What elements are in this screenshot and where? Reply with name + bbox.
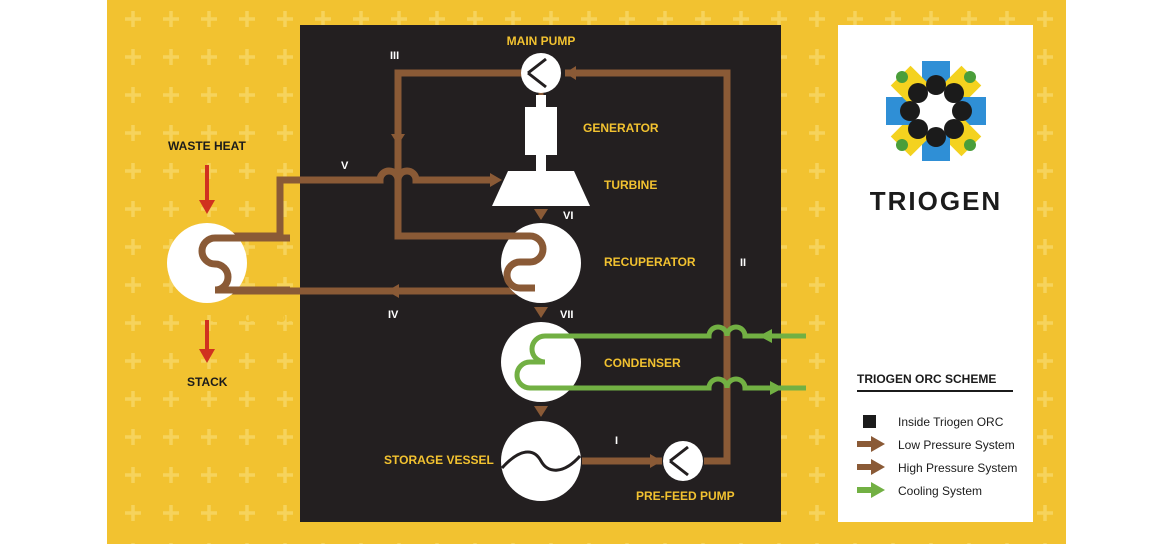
arrow-stage-iv-icon — [387, 284, 399, 298]
cooling-outlet-arrow-icon — [770, 381, 783, 395]
pipe-stage-ii — [565, 69, 731, 465]
legend-high-pressure-arrow-icon — [857, 459, 885, 475]
stage-iv: IV — [388, 309, 399, 321]
arrow-to-main-pump-icon — [565, 66, 576, 80]
turbine-icon — [492, 171, 590, 206]
pipe-stage-v — [195, 167, 492, 240]
label-condenser: CONDENSER — [604, 356, 681, 370]
label-waste-heat: WASTE HEAT — [168, 139, 246, 153]
arrow-recuperator-to-condenser-icon — [534, 307, 548, 318]
cooling-inlet-arrow-icon — [759, 329, 772, 343]
main-pump-chevron — [527, 57, 547, 89]
pre-feed-pump-chevron — [669, 445, 689, 477]
recuperator-icon — [501, 223, 581, 303]
label-evaporator: EVAPORATOR — [212, 311, 295, 325]
arrow-to-turbine-icon — [490, 173, 502, 187]
cooling-loop — [514, 324, 806, 391]
stage-i: I — [615, 435, 618, 447]
stage-vii: VII — [560, 309, 573, 321]
stack-arrow-icon — [199, 349, 215, 363]
legend-item-inside: Inside Triogen ORC — [898, 415, 1004, 429]
arrow-to-pre-feed-pump-icon — [650, 454, 662, 468]
evaporator-coil-front — [198, 234, 290, 294]
turbine-shaft — [536, 155, 546, 171]
legend-title: TRIOGEN ORC SCHEME — [857, 372, 996, 386]
triogen-logo-icon — [886, 61, 986, 161]
heat-arrows — [199, 165, 215, 363]
generator-icon — [525, 107, 557, 155]
arrow-down-stage-iii-icon — [391, 134, 405, 145]
storage-vessel-wave — [500, 450, 582, 472]
label-generator: GENERATOR — [583, 121, 659, 135]
stage-vi: VI — [563, 210, 573, 222]
legend-square-icon — [863, 415, 876, 428]
stage-iii: III — [390, 50, 399, 62]
label-turbine: TURBINE — [604, 178, 657, 192]
label-storage-vessel: STORAGE VESSEL — [384, 453, 494, 467]
legend-cooling-arrow-icon — [857, 482, 885, 498]
stage-v: V — [341, 160, 349, 172]
label-main-pump: MAIN PUMP — [507, 34, 576, 48]
legend-item-cooling: Cooling System — [898, 484, 982, 498]
cooling-pipes — [514, 324, 806, 391]
legend-low-pressure-arrow-icon — [857, 436, 885, 452]
brand-name: TRIOGEN — [870, 186, 1002, 216]
label-recuperator: RECUPERATOR — [604, 255, 696, 269]
label-pre-feed-pump: PRE-FEED PUMP — [636, 489, 735, 503]
legend-item-low-pressure: Low Pressure System — [898, 438, 1015, 452]
legend-item-high-pressure: High Pressure System — [898, 461, 1017, 475]
arrow-condenser-to-storage-icon — [534, 406, 548, 417]
waste-heat-arrow-icon — [199, 200, 215, 214]
flow-arrows — [387, 66, 662, 468]
legend-items: Inside Triogen ORC Low Pressure System H… — [857, 415, 1017, 498]
generator-coupling — [536, 95, 546, 107]
recuperator-coil — [398, 232, 547, 292]
stage-ii: II — [740, 257, 746, 269]
arrow-turbine-to-recuperator-icon — [534, 209, 548, 220]
main-pump-icon — [521, 53, 561, 93]
pre-feed-pump-icon — [663, 441, 703, 481]
label-stack: STACK — [187, 375, 228, 389]
